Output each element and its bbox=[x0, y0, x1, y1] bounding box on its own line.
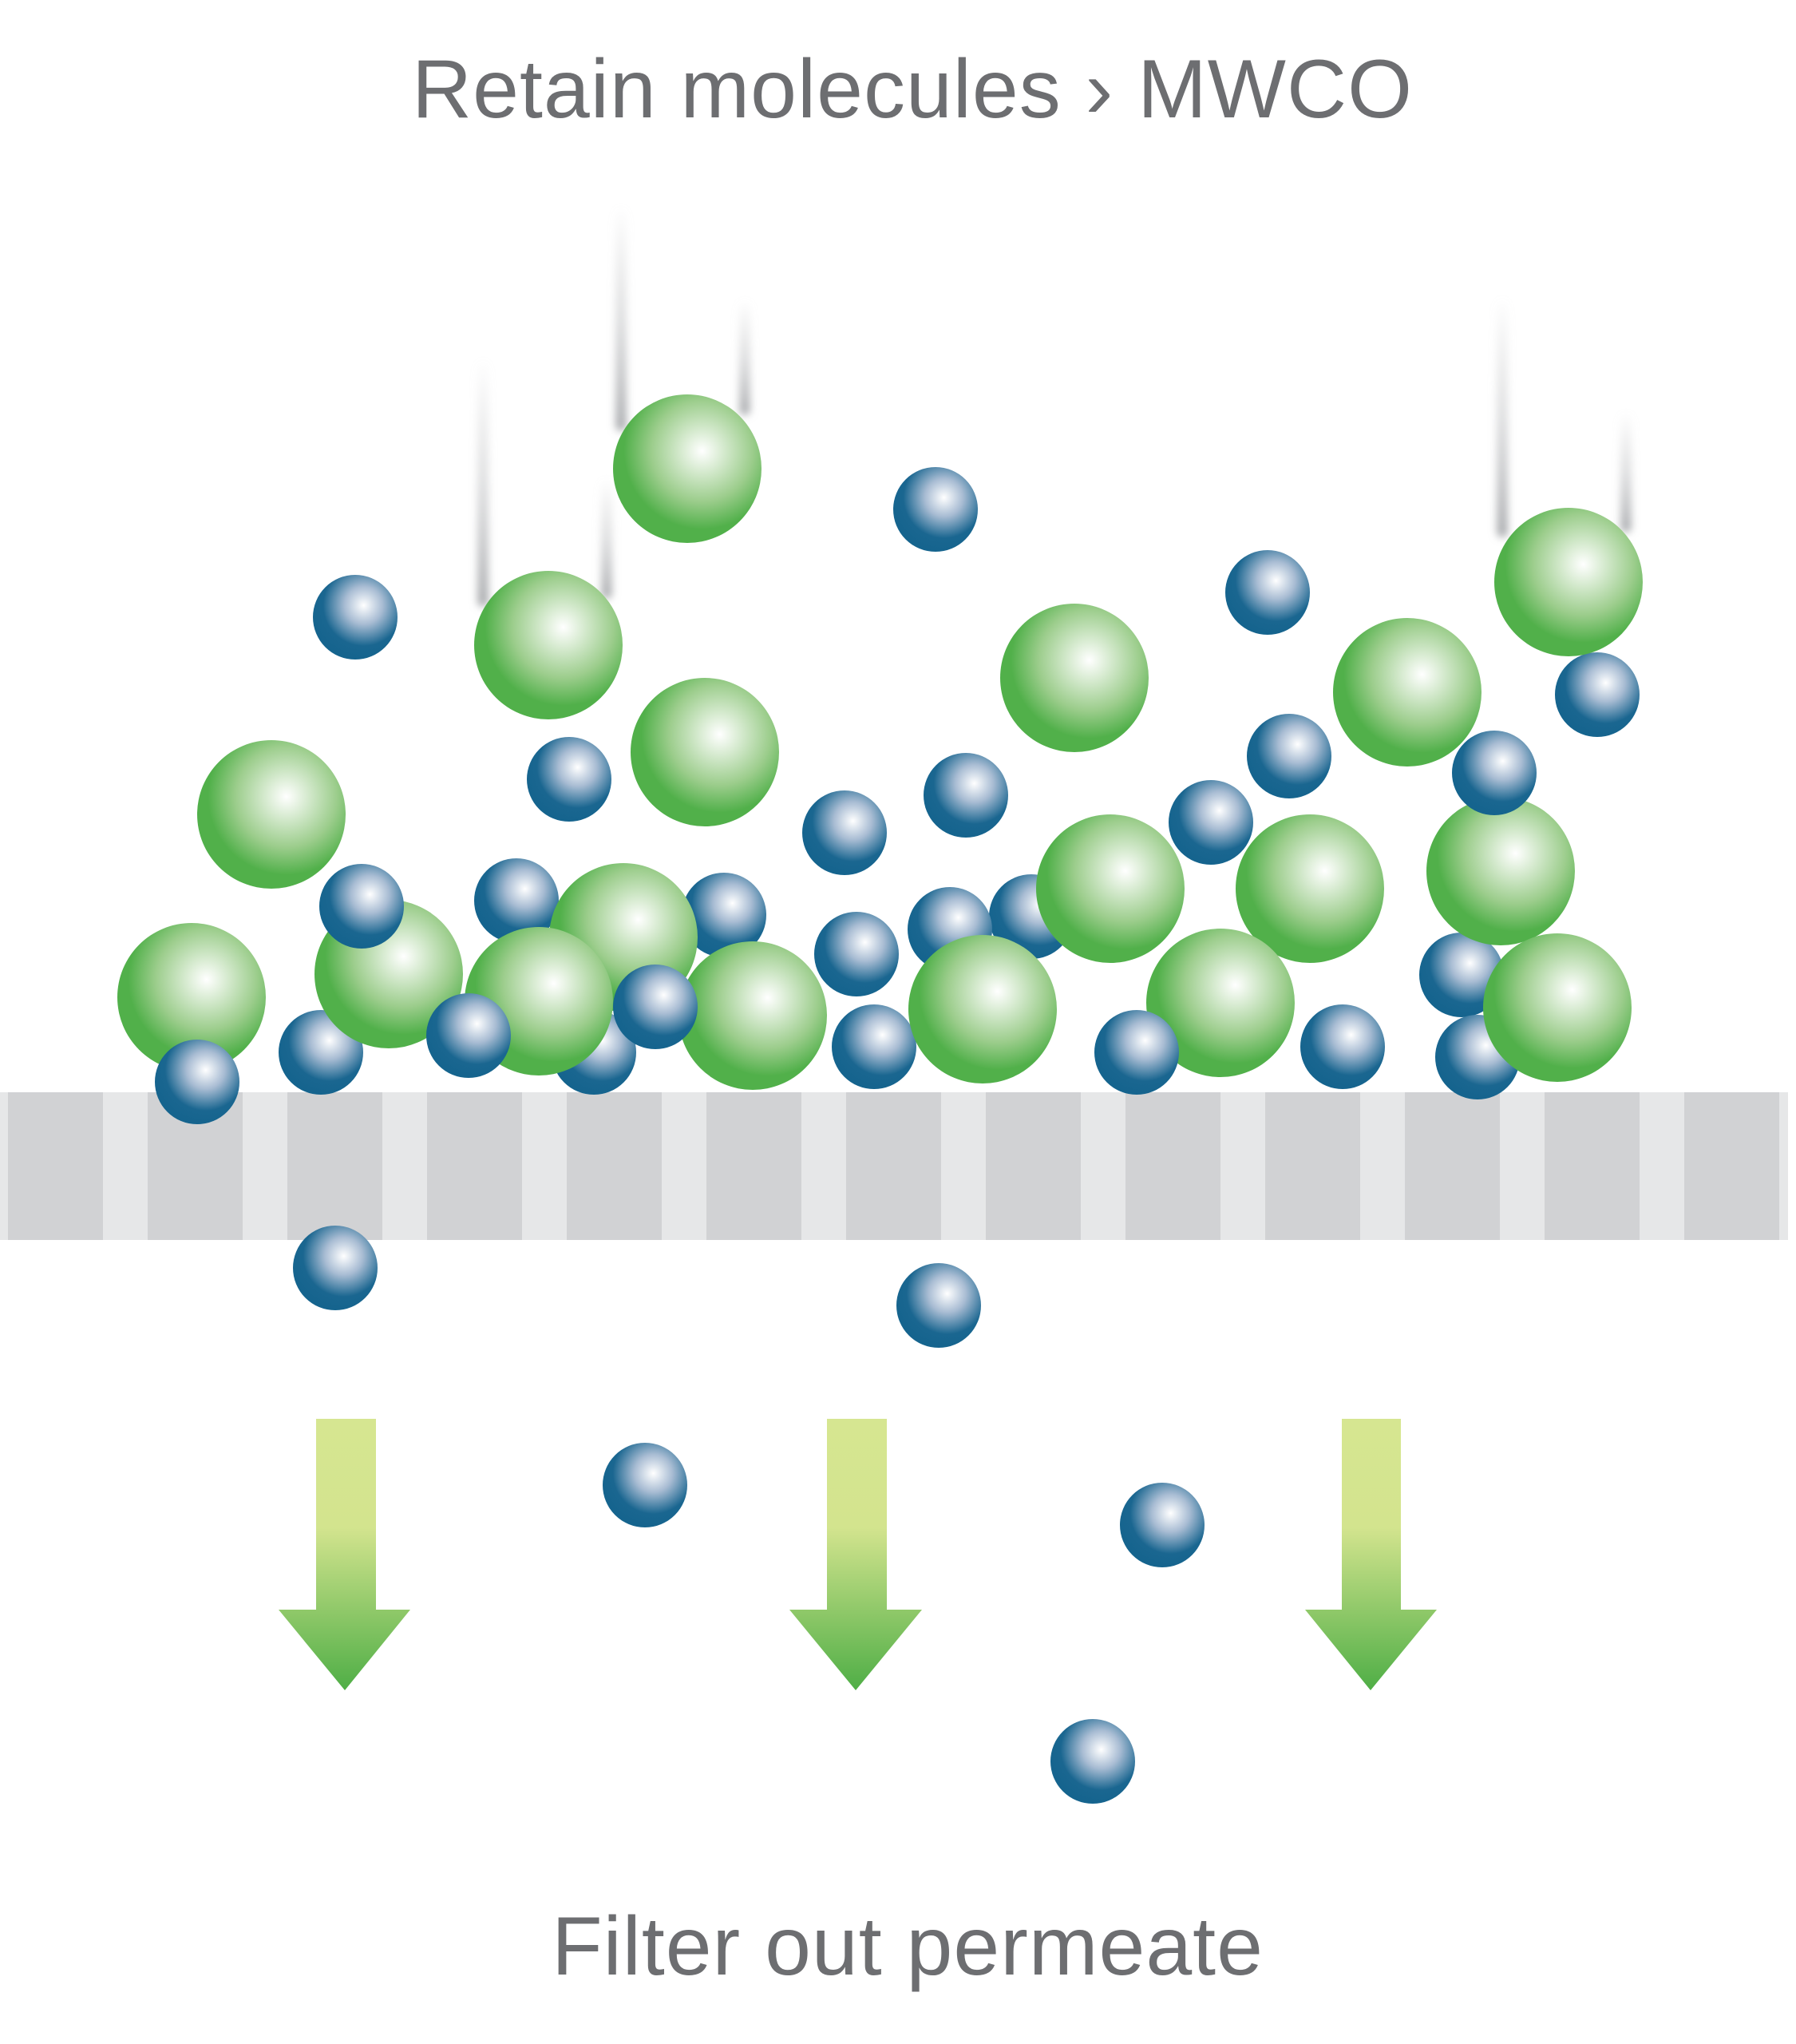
motion-streak bbox=[1497, 298, 1508, 537]
retained-molecule bbox=[1494, 508, 1643, 656]
membrane-pore bbox=[0, 1092, 8, 1240]
motion-streak bbox=[739, 300, 750, 415]
motion-streak bbox=[1620, 413, 1632, 533]
membrane-pore bbox=[522, 1092, 567, 1240]
retained-molecule bbox=[1426, 797, 1575, 945]
membrane-pore bbox=[1360, 1092, 1405, 1240]
membrane-pore bbox=[1081, 1092, 1125, 1240]
permeate-molecule bbox=[603, 1443, 687, 1527]
retained-molecule bbox=[1483, 933, 1632, 1082]
molecule-layer bbox=[117, 394, 1643, 1804]
retain-title: Retain molecules › MWCO bbox=[412, 43, 1413, 136]
retained-molecule bbox=[1036, 814, 1185, 963]
permeate-molecule bbox=[613, 965, 698, 1049]
motion-streak bbox=[601, 479, 612, 599]
permeate-molecule bbox=[1247, 714, 1331, 798]
permeate-molecule bbox=[1120, 1483, 1205, 1567]
permeate-molecule bbox=[426, 993, 511, 1078]
permeate-molecule bbox=[1225, 550, 1310, 635]
permeate-molecule bbox=[527, 737, 611, 822]
motion-streak bbox=[477, 359, 489, 607]
retained-molecule bbox=[1146, 929, 1295, 1077]
retained-molecule bbox=[197, 740, 346, 889]
membrane-pore bbox=[1500, 1092, 1545, 1240]
permeate-molecule bbox=[1419, 933, 1504, 1017]
permeate-molecule bbox=[1169, 780, 1253, 865]
membrane-pore bbox=[1220, 1092, 1265, 1240]
permeate-molecule bbox=[1452, 731, 1537, 815]
permeate-molecule bbox=[814, 912, 899, 996]
membrane-body bbox=[0, 1092, 1788, 1240]
membrane-pore bbox=[382, 1092, 427, 1240]
permeate-molecule bbox=[1555, 652, 1640, 737]
down-arrow-icon bbox=[279, 1419, 410, 1690]
permeate-molecule bbox=[313, 575, 398, 660]
permeate-molecule bbox=[293, 1226, 378, 1310]
permeate-molecule bbox=[832, 1004, 916, 1089]
retained-molecule bbox=[908, 935, 1057, 1083]
retained-molecule bbox=[1000, 604, 1149, 752]
permeate-molecule bbox=[474, 858, 559, 943]
permeate-molecule bbox=[319, 864, 404, 949]
permeate-molecule bbox=[682, 873, 766, 957]
filter-membrane bbox=[0, 1092, 1788, 1240]
retained-molecule bbox=[117, 923, 266, 1072]
membrane-pore bbox=[941, 1092, 986, 1240]
membrane-pore bbox=[662, 1092, 706, 1240]
membrane-pore bbox=[243, 1092, 287, 1240]
motion-streaks bbox=[477, 206, 1632, 607]
membrane-pore bbox=[1779, 1092, 1788, 1240]
retained-molecule bbox=[613, 394, 762, 543]
permeate-molecule bbox=[1300, 1004, 1385, 1089]
membrane-pore bbox=[103, 1092, 148, 1240]
permeate-molecule bbox=[155, 1040, 239, 1124]
permeate-caption: Filter out permeate bbox=[552, 1900, 1264, 1993]
retained-molecule bbox=[631, 678, 779, 826]
down-arrow-icon bbox=[1305, 1419, 1437, 1690]
membrane-pore bbox=[801, 1092, 846, 1240]
flow-arrows bbox=[279, 1419, 1437, 1690]
retained-molecule bbox=[474, 571, 623, 719]
retained-molecule bbox=[1333, 618, 1482, 766]
membrane-pore bbox=[1640, 1092, 1684, 1240]
permeate-molecule bbox=[802, 790, 887, 875]
permeate-molecule bbox=[1094, 1010, 1179, 1095]
retained-molecule bbox=[1236, 814, 1384, 963]
permeate-molecule bbox=[896, 1263, 981, 1348]
permeate-molecule bbox=[924, 753, 1008, 838]
permeate-molecule bbox=[1050, 1719, 1135, 1804]
down-arrow-icon bbox=[789, 1419, 922, 1690]
permeate-molecule bbox=[893, 467, 978, 552]
motion-streak bbox=[615, 206, 627, 431]
retained-molecule bbox=[678, 941, 827, 1090]
